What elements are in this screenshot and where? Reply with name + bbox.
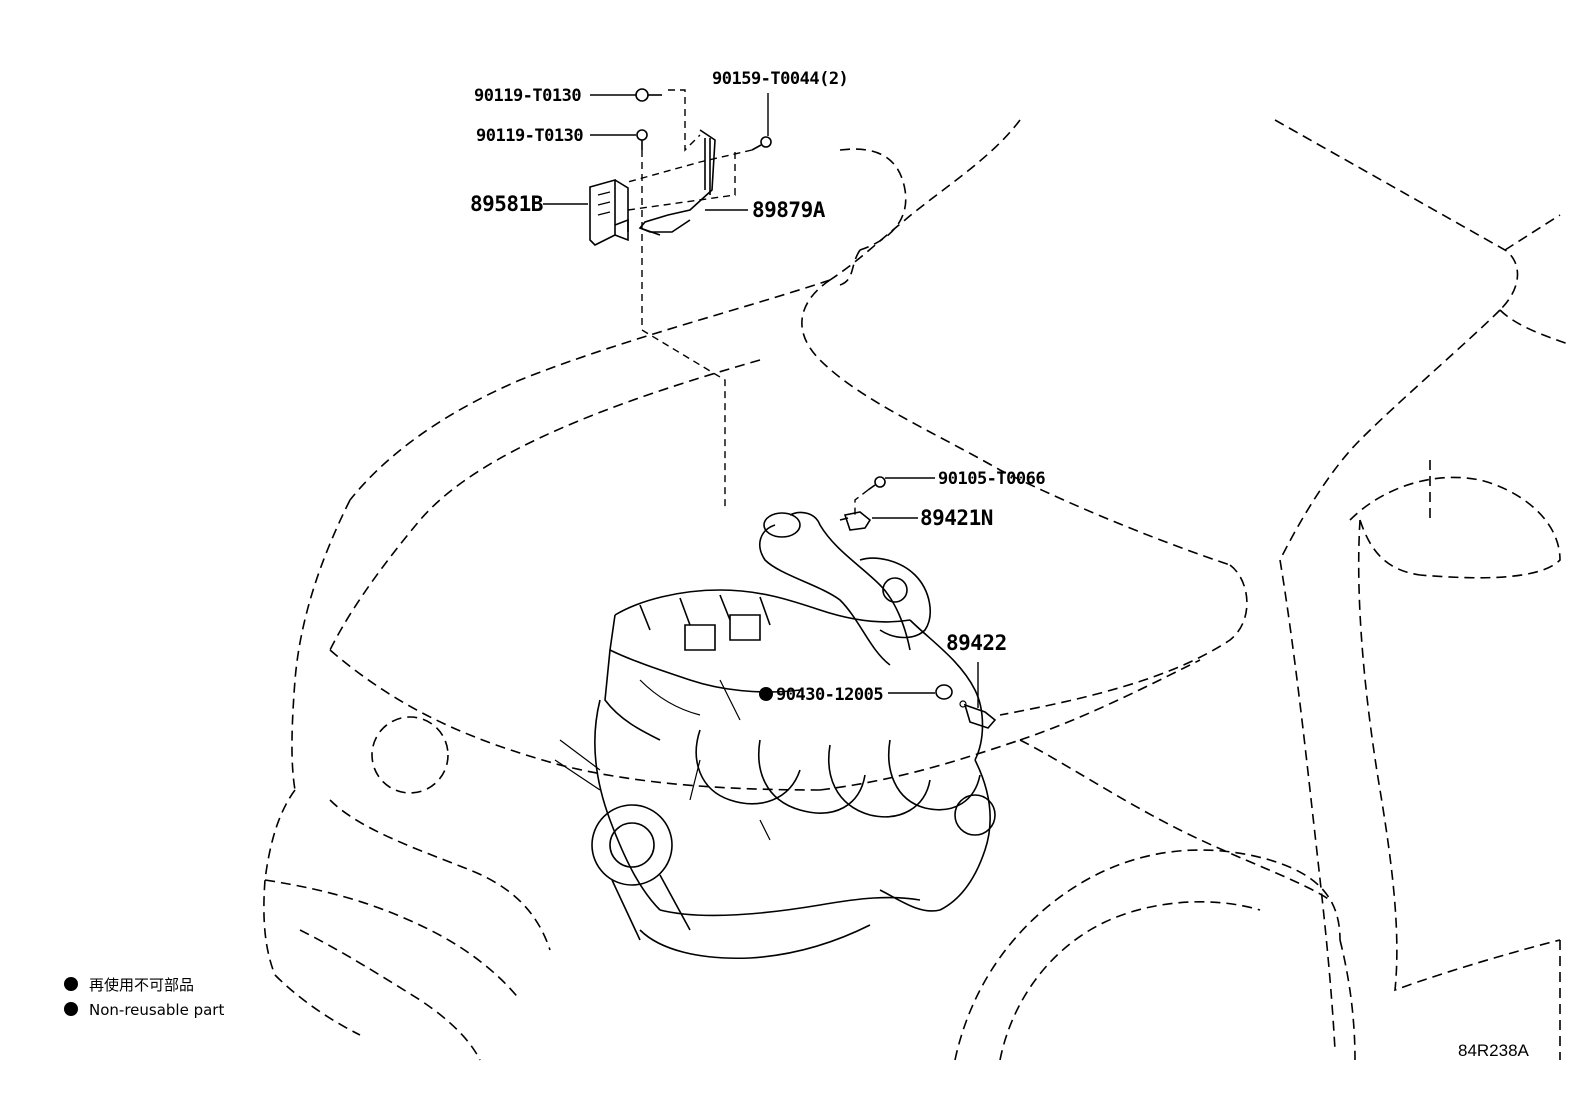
legend-jp: 再使用不可部品 <box>89 976 194 994</box>
legend-en: Non-reusable part <box>89 1001 224 1019</box>
sensor-clip-89421N <box>839 511 872 531</box>
label-sensor-unit: 89581B <box>470 192 543 216</box>
legend: 再使用不可部品 Non-reusable part <box>64 976 224 1019</box>
bolt-sensor-icon <box>867 476 886 491</box>
engine-assembly <box>554 511 996 960</box>
bolt-lower-icon <box>636 129 648 150</box>
legend-dot-icon <box>64 977 78 991</box>
bolt-upper-icon <box>635 88 662 102</box>
sensor-unit-89581B <box>589 178 629 246</box>
label-screw-bracket: 90159-T0044(2) <box>712 69 848 89</box>
label-bolt-lower: 90119-T0130 <box>476 126 583 146</box>
non-reusable-dot-icon <box>759 687 773 701</box>
label-sensor-temp: 89422 <box>946 631 1007 655</box>
leader-lines <box>543 93 979 708</box>
label-bracket: 89879A <box>752 198 826 222</box>
label-gasket: 90430-12005 <box>776 685 883 705</box>
label-bolt-upper: 90119-T0130 <box>474 86 581 106</box>
gasket-icon <box>935 684 953 700</box>
reference-code: 84R238A <box>1458 1041 1530 1060</box>
legend-dot-icon <box>64 1002 78 1016</box>
bracket-89879A <box>638 129 716 236</box>
sensor-temp-89422 <box>959 700 997 729</box>
vehicle-outline <box>263 119 1571 1061</box>
screw-bracket-icon <box>751 136 772 151</box>
label-sensor-clip: 89421N <box>920 506 993 530</box>
label-bolt-sensor: 90105-T0066 <box>938 469 1045 489</box>
